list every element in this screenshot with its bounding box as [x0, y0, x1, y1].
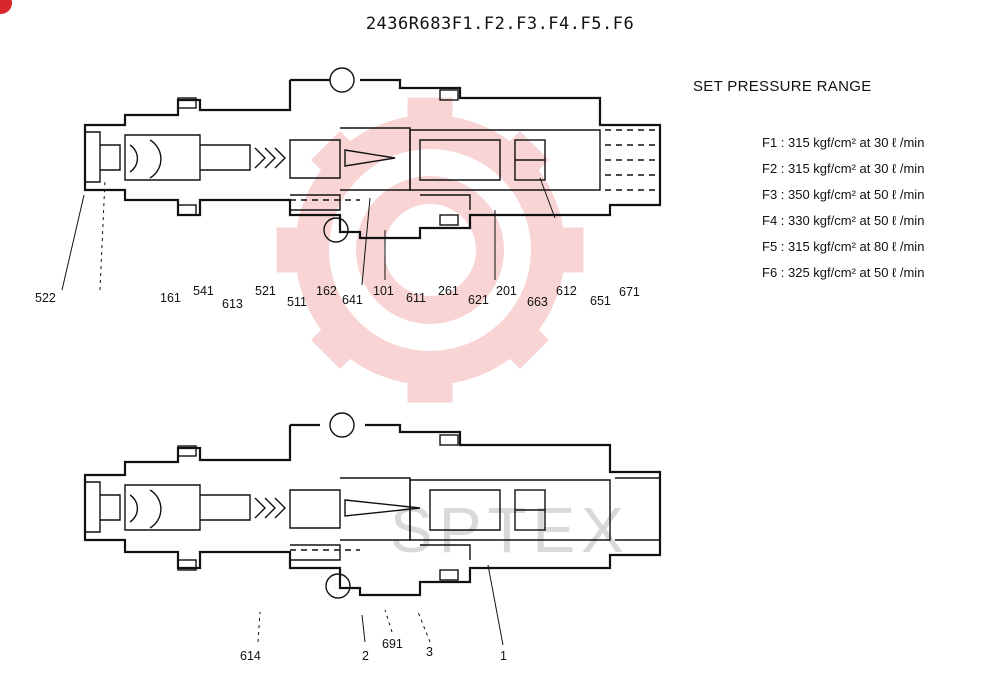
lower-leaders [257, 564, 504, 646]
set-pressure-heading: SET PRESSURE RANGE [693, 78, 872, 95]
corner-badge [0, 0, 12, 14]
part-number-label: 614 [240, 649, 261, 663]
part-number-label: 162 [316, 284, 337, 298]
watermark-gear-icon [276, 97, 584, 403]
part-number-label: 2 [362, 649, 369, 663]
part-number-label: 611 [406, 291, 426, 305]
part-number-label: 522 [35, 291, 56, 305]
set-pressure-item: F3 : 350 kgf/cm² at 50 ℓ /min [762, 187, 925, 202]
set-pressure-item: F5 : 315 kgf/cm² at 80 ℓ /min [762, 239, 925, 254]
drawing-title: 2436R683F1.F2.F3.F4.F5.F6 [365, 14, 635, 34]
upper-label-layer: 522 161 541 613 521 511 162 641 101 611 261 621 201 6… [35, 284, 640, 311]
part-number-label: 161 [160, 291, 181, 305]
lower-valve [83, 412, 662, 599]
part-number-label: 541 [193, 284, 214, 298]
upper-valve [83, 67, 662, 243]
set-pressure-list: F1 : 315 kgf/cm² at 30 ℓ /min F2 : 315 k… [762, 130, 924, 286]
part-number-label: 261 [438, 284, 459, 298]
part-number-label: 511 [287, 295, 307, 309]
part-number-label: 651 [590, 294, 611, 308]
part-number-label: 3 [426, 645, 433, 659]
part-number-label: 671 [619, 285, 640, 299]
part-number-label: 521 [255, 284, 276, 298]
set-pressure-item: F4 : 330 kgf/cm² at 50 ℓ /min [762, 213, 925, 228]
upper-leaders [61, 177, 556, 291]
part-number-label: 201 [496, 284, 517, 298]
part-number-label: 663 [527, 295, 548, 309]
part-number-label: 691 [382, 637, 403, 651]
part-number-label: 1 [500, 649, 507, 663]
part-number-label: 641 [342, 293, 363, 307]
watermark-text: SPTEX [390, 494, 630, 566]
set-pressure-item: F2 : 315 kgf/cm² at 30 ℓ /min [762, 161, 925, 176]
part-number-label: 612 [556, 284, 577, 298]
set-pressure-item: F6 : 325 kgf/cm² at 50 ℓ /min [762, 265, 925, 280]
lower-label-layer: 614 2 691 3 1 [240, 637, 507, 663]
part-number-label: 613 [222, 297, 243, 311]
part-number-label: 101 [373, 284, 394, 298]
set-pressure-item: F1 : 315 kgf/cm² at 30 ℓ /min [762, 135, 925, 150]
part-number-label: 621 [468, 293, 489, 307]
